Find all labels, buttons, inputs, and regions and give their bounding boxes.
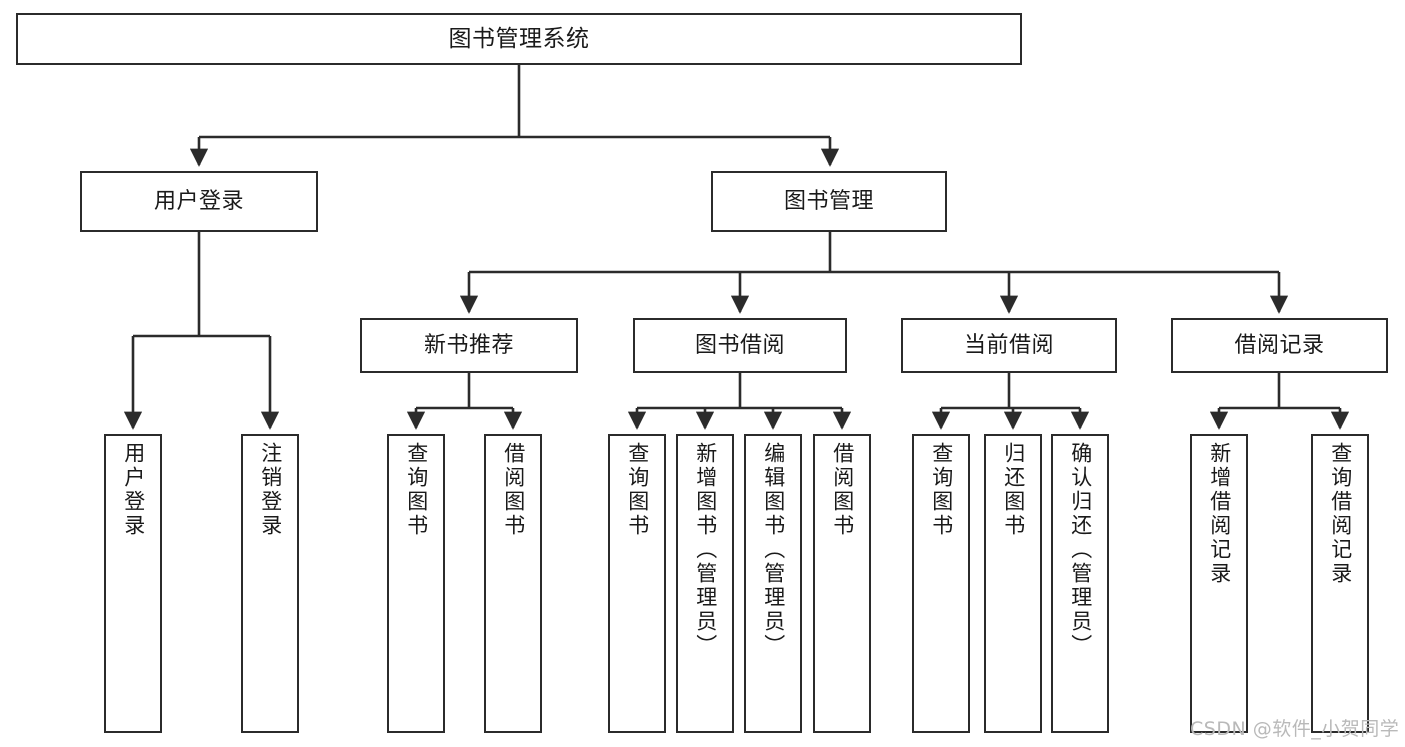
leaf-query-book-nb-label: 查询图书: [404, 442, 429, 538]
node-borrow-record-label: 借阅记录: [1234, 332, 1325, 358]
node-new-book-recommend-label: 新书推荐: [423, 332, 514, 358]
leaf-user-login-label: 用户登录: [121, 442, 146, 538]
leaf-query-book-nb[interactable]: 查询图书: [387, 434, 445, 733]
leaf-query-borrow-record-label: 查询借阅记录: [1328, 442, 1353, 586]
leaf-query-book-bb[interactable]: 查询图书: [608, 434, 666, 733]
leaf-add-book-admin[interactable]: 新增图书（管理员）: [676, 434, 734, 733]
leaf-query-book-cb[interactable]: 查询图书: [912, 434, 970, 733]
leaf-query-book-cb-label: 查询图书: [929, 442, 954, 538]
node-new-book-recommend[interactable]: 新书推荐: [360, 318, 578, 373]
leaf-user-login[interactable]: 用户登录: [104, 434, 162, 733]
leaf-logout-label: 注销登录: [258, 442, 283, 538]
leaf-query-book-bb-label: 查询图书: [625, 442, 650, 538]
watermark: CSDN @软件_小贺同学: [1190, 718, 1400, 740]
leaf-borrow-book-bb[interactable]: 借阅图书: [813, 434, 871, 733]
leaf-query-borrow-record[interactable]: 查询借阅记录: [1311, 434, 1369, 733]
leaf-borrow-book-bb-label: 借阅图书: [830, 442, 855, 538]
leaf-return-book-label: 归还图书: [1001, 442, 1026, 538]
leaf-return-book[interactable]: 归还图书: [984, 434, 1042, 733]
leaf-add-borrow-record-label: 新增借阅记录: [1207, 442, 1232, 586]
leaf-borrow-book-nb-label: 借阅图书: [501, 442, 526, 538]
leaf-edit-book-admin[interactable]: 编辑图书（管理员）: [744, 434, 802, 733]
node-book-borrow[interactable]: 图书借阅: [633, 318, 847, 373]
leaf-confirm-return-admin-label: 确认归还（管理员）: [1068, 442, 1093, 658]
node-user-login[interactable]: 用户登录: [80, 171, 318, 232]
leaf-add-borrow-record[interactable]: 新增借阅记录: [1190, 434, 1248, 733]
node-book-management-label: 图书管理: [783, 188, 874, 214]
node-root[interactable]: 图书管理系统: [16, 13, 1022, 65]
node-root-label: 图书管理系统: [448, 25, 590, 52]
node-borrow-record[interactable]: 借阅记录: [1171, 318, 1388, 373]
leaf-borrow-book-nb[interactable]: 借阅图书: [484, 434, 542, 733]
node-book-management[interactable]: 图书管理: [711, 171, 947, 232]
node-book-borrow-label: 图书借阅: [694, 332, 785, 358]
leaf-edit-book-admin-label: 编辑图书（管理员）: [761, 442, 786, 658]
leaf-confirm-return-admin[interactable]: 确认归还（管理员）: [1051, 434, 1109, 733]
leaf-add-book-admin-label: 新增图书（管理员）: [693, 442, 718, 658]
node-current-borrow-label: 当前借阅: [963, 332, 1054, 358]
node-user-login-label: 用户登录: [153, 188, 244, 214]
leaf-logout[interactable]: 注销登录: [241, 434, 299, 733]
node-current-borrow[interactable]: 当前借阅: [901, 318, 1117, 373]
